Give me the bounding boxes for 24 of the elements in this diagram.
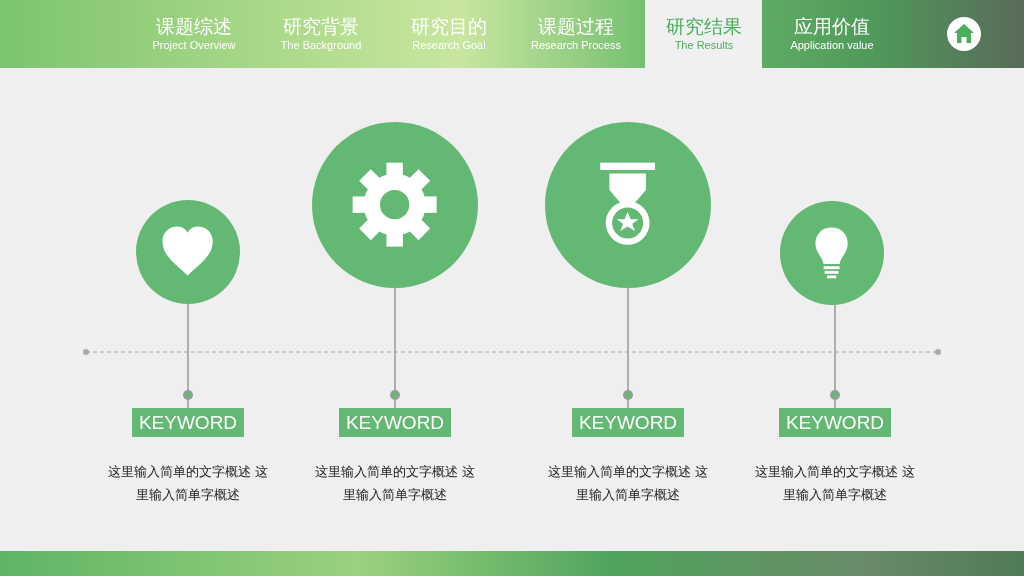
- nav-tab-title: 课题过程: [538, 14, 614, 39]
- description-text: 这里输入简单的文字概述 这里输入简单字概述: [313, 463, 477, 504]
- description-text: 这里输入简单的文字概述 这里输入简单字概述: [106, 463, 270, 504]
- nav-tab-title: 研究背景: [283, 14, 359, 39]
- nav-tab-subtitle: The Background: [280, 39, 362, 51]
- nav-tab-subtitle: Research Goal: [412, 39, 486, 51]
- description-text: 这里输入简单的文字概述 这里输入简单字概述: [546, 463, 710, 504]
- nav-tab-title: 研究目的: [411, 14, 487, 39]
- nav-tab-title: 应用价值: [794, 14, 870, 39]
- connector-line: [390, 287, 400, 409]
- nav-tab-title: 课题综述: [156, 14, 232, 39]
- nav-tab-subtitle: The Results: [674, 39, 734, 51]
- keyword-label: KEYWORD: [572, 408, 684, 437]
- keyword-label: KEYWORD: [339, 408, 451, 437]
- keyword-label: KEYWORD: [132, 408, 244, 437]
- keyword-label: KEYWORD: [779, 408, 891, 437]
- connector-line: [183, 303, 193, 409]
- connector-line: [830, 304, 840, 409]
- nav-tab-subtitle: Application value: [790, 39, 874, 51]
- nav-tab-title: 研究结果: [666, 14, 742, 39]
- connector-line: [623, 287, 633, 409]
- nav-tab-subtitle: Project Overview: [152, 39, 236, 51]
- description-text: 这里输入简单的文字概述 这里输入简单字概述: [753, 463, 917, 504]
- nav-tab-subtitle: Research Process: [531, 39, 621, 51]
